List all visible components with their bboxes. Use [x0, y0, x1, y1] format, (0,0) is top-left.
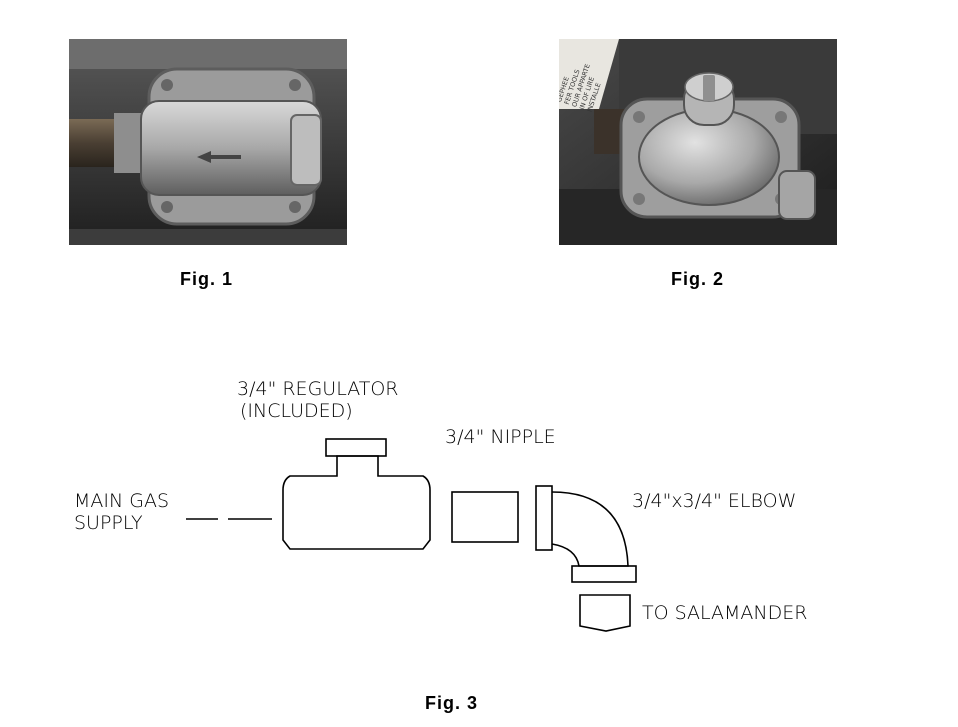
elbow-label: 3/4"x3/4" ELBOW [632, 490, 796, 512]
fig2-caption: Fig. 2 [671, 269, 725, 289]
fig1-regulator-photo [69, 39, 347, 245]
main-gas-label: MAIN GAS [74, 490, 169, 512]
fig1-caption: Fig. 1 [180, 269, 234, 289]
regulator-label: 3/4" REGULATOR [237, 378, 399, 400]
elbow-shape [535, 485, 637, 583]
fig3-caption: Fig. 3 [425, 693, 479, 713]
fig2-regulator-installed-photo: GEPHEE FER TOOLS OUR APPARTE IN OF LIRE … [559, 39, 837, 245]
fig3-connection-diagram: 3/4" REGULATOR (INCLUDED) 3/4" NIPPLE MA… [74, 378, 807, 632]
salamander-label: TO SALAMANDER [642, 602, 807, 624]
salamander-pipe-shape [579, 594, 631, 632]
nipple-shape [451, 491, 519, 543]
supply-label: SUPPLY [74, 512, 143, 534]
sticker-line-1: GEPHEE [559, 76, 571, 103]
nipple-label: 3/4" NIPPLE [445, 426, 556, 448]
regulator-included-label: (INCLUDED) [240, 400, 353, 422]
regulator-shape [282, 438, 431, 550]
